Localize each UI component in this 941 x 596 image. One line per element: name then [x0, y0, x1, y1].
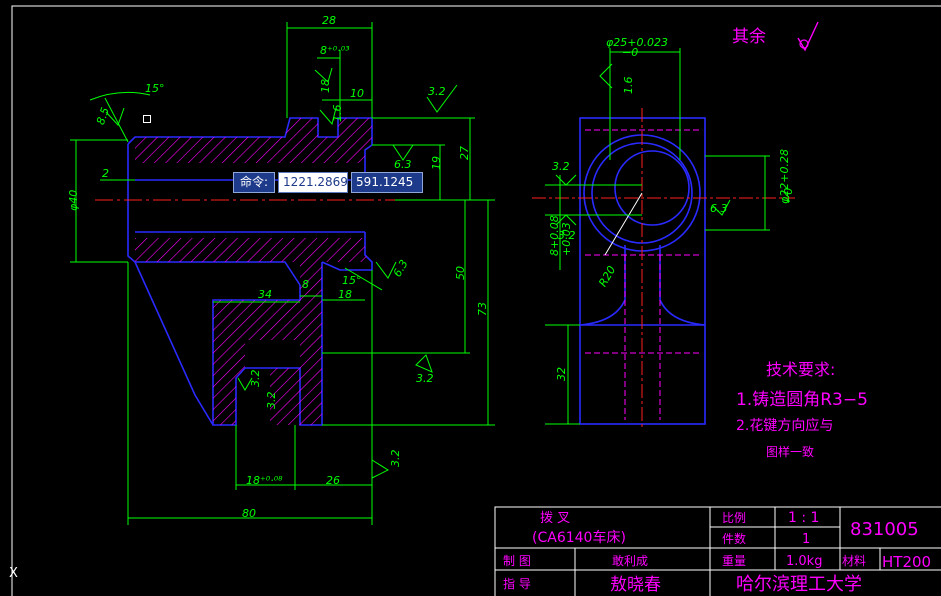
tech-requirements: 技术要求: 1.铸造圆角R3−5 2.花键方向应与 图样一致	[736, 360, 868, 459]
dim-73: 73	[476, 302, 489, 316]
dim-8tol2: 8+0.08	[548, 215, 561, 256]
dim-8-5: 8.5	[94, 106, 112, 127]
dim-28: 28	[322, 14, 336, 27]
part-name: 拨 叉	[540, 511, 570, 526]
tech-item-3: 图样一致	[766, 444, 814, 459]
dim-3-2a: 3.2	[428, 85, 446, 98]
dim-15b: 15°	[342, 274, 362, 287]
dim-15a: 15°	[145, 82, 165, 95]
tech-item-1: 1.铸造圆角R3−5	[736, 390, 868, 410]
qty-label: 件数	[722, 531, 746, 546]
dim-6-3b: 6.3	[391, 258, 411, 280]
dim-8tol: 8⁺⁰·⁰³	[320, 44, 350, 57]
ucs-axis-icon: X	[9, 566, 18, 581]
dim-6-3c: 6.3	[710, 202, 728, 215]
dim-3-2c: 3.2	[249, 370, 262, 388]
dim-2: 2	[102, 167, 109, 180]
weight-label: 重量	[722, 554, 746, 568]
dim-26: 26	[326, 474, 340, 487]
dim-3-2g: 3.2	[558, 229, 576, 242]
dim-18: 18	[319, 79, 332, 93]
roughness-circle-icon	[799, 39, 809, 49]
dim-3-2e: 3.2	[389, 450, 402, 468]
roughness-symbols	[105, 63, 731, 479]
side-view-hidden	[585, 129, 700, 420]
dim-6-3a: 6.3	[394, 158, 412, 171]
qty-value: 1	[802, 532, 810, 547]
y-coordinate-input[interactable]: 591.1245	[351, 172, 424, 193]
material-value: HT200	[882, 553, 931, 571]
tech-item-2: 2.花键方向应与	[736, 417, 833, 434]
roughness-note: 其余	[732, 27, 766, 47]
school-name: 哈尔滨理工大学	[736, 574, 862, 595]
part-sub: (CA6140车床)	[532, 529, 626, 546]
weight-value: 1.0kg	[786, 554, 822, 569]
dim-40: φ40	[67, 190, 80, 211]
dim-8tol2b: +0.03	[560, 222, 573, 256]
drawing-number: 831005	[850, 519, 919, 540]
x-coordinate-input[interactable]: 1221.2869	[278, 172, 349, 193]
guide-label: 指 导	[503, 576, 531, 591]
scale-label: 比例	[722, 511, 746, 525]
dim-34: 34	[258, 288, 272, 301]
dynamic-input: 命令: 1221.2869 591.1245	[233, 172, 424, 193]
dim-19: 19	[430, 156, 443, 170]
dim-3-2b: 3.2	[416, 372, 434, 385]
title-block: 拨 叉 (CA6140车床) 比例 1 : 1 件数 1 831005 制 图 …	[494, 506, 941, 596]
dim-22tol: φ22+0.28	[778, 149, 791, 204]
dim-1-6b: 1.6	[622, 77, 635, 95]
drawing-border	[11, 5, 941, 596]
section-hatching	[135, 118, 372, 425]
side-dimension-lines	[545, 48, 770, 425]
dim-27: 27	[458, 146, 471, 160]
command-label: 命令:	[233, 172, 276, 193]
drawn-label: 制 图	[503, 554, 531, 568]
scale-value: 1 : 1	[788, 510, 819, 526]
dimension-texts: 28 8⁺⁰·⁰³ 18 1.6 10 3.2 15° 8.5 φ40 2 6.…	[67, 14, 795, 520]
dim-25zero: −0	[622, 46, 638, 59]
drawn-name: 敢利成	[612, 554, 648, 568]
guide-name: 敖晓春	[610, 575, 661, 595]
dim-50: 50	[454, 266, 467, 280]
dim-22zero: −0	[782, 188, 795, 204]
dim-1-6a: 1.6	[331, 105, 344, 123]
side-view-centerlines	[532, 108, 795, 430]
tech-title: 技术要求:	[766, 360, 835, 379]
dimension-lines	[70, 22, 495, 525]
dim-18b: 18	[338, 288, 352, 301]
dim-3-2d: 3.2	[265, 392, 278, 410]
dim-3-2f: 3.2	[552, 160, 570, 173]
r20-leader	[604, 192, 643, 256]
dim-80: 80	[242, 507, 256, 520]
dim-18tol: 18⁺⁰·⁰⁸	[246, 474, 283, 487]
material-label: 材料	[842, 554, 866, 568]
dim-r20: R20	[596, 264, 618, 289]
dim-8b: 8	[302, 278, 309, 291]
dim-32: 32	[555, 367, 568, 381]
pickbox-cursor	[143, 115, 151, 123]
dim-25tol: φ25+0.023	[606, 36, 668, 49]
dim-10: 10	[350, 87, 364, 100]
